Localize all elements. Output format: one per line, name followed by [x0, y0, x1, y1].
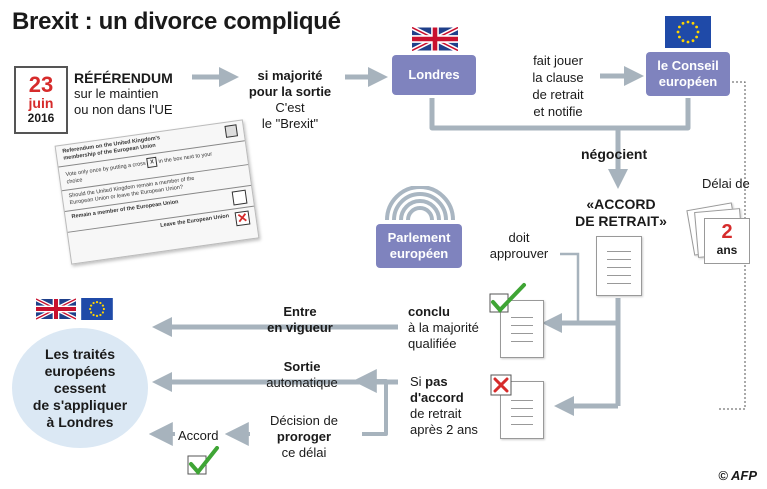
eu-flag-small-icon: [81, 298, 113, 320]
delay-number: 2: [721, 221, 733, 243]
extend-l3: ce délai: [281, 445, 327, 460]
exit-bold: Sortie: [283, 359, 321, 374]
extend-bold: proroger: [276, 429, 332, 444]
agreement-l1: «ACCORD: [586, 196, 656, 212]
concluded-l2: qualifiée: [408, 336, 457, 351]
parliament-box: Parlement européen: [376, 224, 462, 268]
article50-l3: de retrait: [532, 87, 584, 102]
nodeal-pre: Si: [410, 374, 426, 389]
majority-line1: C'est: [275, 100, 305, 115]
concluded-text: conclu à la majorité qualifiée: [408, 304, 479, 352]
council-l1: le Conseil: [657, 58, 719, 73]
ballot-logo-box: [224, 124, 239, 138]
page-title: Brexit : un divorce compliqué: [12, 8, 341, 35]
agreement-l2: DE RETRAIT»: [575, 213, 667, 229]
exit-text: Sortie automatique: [256, 359, 348, 391]
accord-check-icon: [187, 446, 219, 476]
check-icon: [489, 283, 526, 313]
approve-l2: approuver: [489, 246, 549, 261]
ballot-cross-example-icon: X: [146, 156, 158, 169]
ballot-remain-box: [231, 189, 248, 206]
treaties-l4: de s'appliquer: [32, 396, 128, 413]
majority-text: si majorité pour la sortie C'est le "Bre…: [234, 68, 346, 132]
treaties-l2: européens: [44, 362, 116, 379]
nodeal-text: Si pas d'accord de retrait après 2 ans: [410, 374, 478, 438]
delay-label: Délai de: [702, 176, 750, 191]
approve-l1: doit: [508, 230, 530, 245]
eu-flag-icon: [665, 16, 711, 48]
parliament-l1: Parlement: [387, 230, 451, 245]
inforce-text: Entre en vigueur: [258, 304, 342, 336]
accord-label: Accord: [178, 428, 219, 443]
parliament-hemicycle-icon: [385, 186, 455, 220]
referendum-line1: sur le maintien: [74, 86, 159, 101]
ballot-leave-cross-icon: ✕: [234, 209, 251, 227]
article50-l4: et notifie: [533, 104, 583, 119]
afp-credit: © AFP: [718, 468, 757, 483]
delay-calendar-icon: 2 ans: [704, 218, 750, 264]
london-box: Londres: [392, 55, 476, 95]
treaties-l3: cessent: [53, 379, 107, 396]
majority-bold1: si majorité: [257, 68, 323, 83]
parliament-l2: européen: [389, 246, 449, 261]
treaties-l1: Les traités: [44, 345, 116, 362]
nodeal-l3: de retrait: [410, 406, 462, 421]
date-year: 2016: [27, 111, 55, 125]
treaties-circle: Les traités européens cessent de s'appli…: [12, 328, 148, 448]
date-box: 23 juin 2016: [14, 66, 68, 134]
date-day: 23: [28, 72, 54, 97]
negotiate-label: négocient: [581, 146, 648, 162]
referendum-text: RÉFÉRENDUM sur le maintien ou non dans l…: [74, 70, 173, 118]
concluded-l1: à la majorité: [408, 320, 479, 335]
cross-icon: [490, 374, 512, 396]
approve-text: doit approuver: [481, 230, 557, 262]
majority-line2: le "Brexit": [261, 116, 319, 131]
inforce-l1: Entre: [283, 304, 317, 319]
nodeal-bold2: d'accord: [410, 390, 464, 405]
council-box: le Conseil européen: [646, 52, 730, 96]
agreement-document-icon: [596, 236, 642, 296]
extend-l1: Décision de: [270, 413, 338, 428]
referendum-heading: RÉFÉRENDUM: [74, 70, 173, 86]
negotiation-bracket: [429, 98, 691, 131]
inforce-l2: en vigueur: [267, 320, 333, 335]
delay-unit: ans: [716, 243, 738, 257]
nodeal-bold1: pas: [425, 374, 448, 389]
approval-line: [545, 252, 580, 331]
concluded-bold: conclu: [408, 304, 450, 319]
uk-flag-small-icon: [36, 298, 76, 320]
referendum-line2: ou non dans l'UE: [74, 102, 173, 117]
uk-flag-icon: [412, 27, 458, 51]
article50-l1: fait jouer: [533, 53, 583, 68]
treaties-l5: à Londres: [46, 413, 114, 430]
nodeal-bracket: [362, 379, 388, 436]
date-month: juin: [28, 95, 54, 111]
nodeal-l4: après 2 ans: [410, 422, 478, 437]
council-l2: européen: [658, 74, 718, 89]
article50-l2: la clause: [532, 70, 584, 85]
extend-text: Décision de proroger ce délai: [258, 413, 350, 461]
london-label: Londres: [408, 67, 460, 82]
article50-text: fait jouer la clause de retrait et notif…: [519, 52, 597, 120]
exit-l2: automatique: [266, 375, 338, 390]
majority-bold2: pour la sortie: [248, 84, 332, 99]
agreement-label: «ACCORD DE RETRAIT»: [573, 196, 669, 230]
